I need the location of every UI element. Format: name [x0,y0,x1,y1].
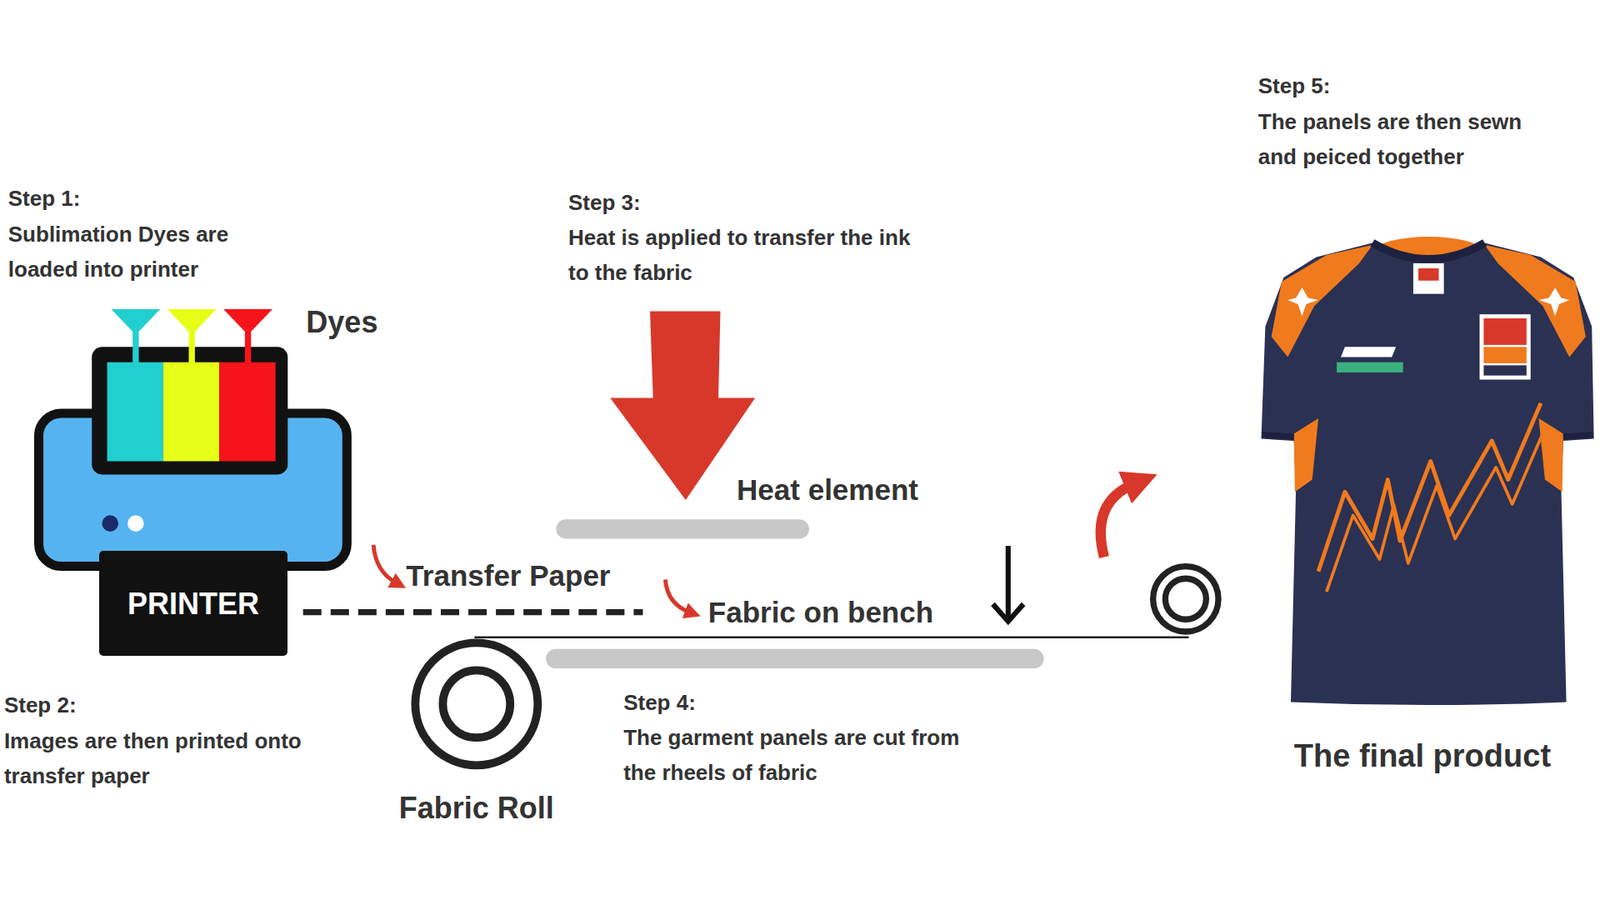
step-description: Sublimation Dyes are loaded into printer [8,216,295,287]
roll-ring [442,670,510,738]
down-arrow [1005,545,1011,619]
sleeve-cuff [1563,435,1594,437]
yellow-funnel [189,326,195,364]
red-funnel [245,326,251,364]
collar-logo [1418,268,1439,281]
fabric-roll: Fabric Roll [395,636,559,828]
heat-element-bar [555,519,810,539]
shirt-illustration [1260,236,1594,705]
text-label: Step 3: [568,185,641,220]
cyan-dye [107,362,164,462]
shirt-collar [1372,242,1485,260]
roll-symbol [409,636,545,772]
step-description: Heat is applied to transfer the ink to t… [568,220,915,290]
yellow-dye [163,362,220,462]
text-label: Step 1: [8,180,81,216]
shoulder-star [1539,287,1570,316]
roll-label: Fabric Roll [395,790,559,826]
pointer-arrow [665,580,690,613]
bench-bar [545,649,1045,669]
step-description: The panels are then sewn and peiced toge… [1258,104,1565,175]
printer-label: PRINTER [127,585,260,622]
step-description: Images are then printed onto transfer pa… [4,723,310,794]
cyan-funnel [132,326,139,364]
side-panel [1539,418,1564,492]
shirt-pattern [1326,428,1545,592]
team-logo [1483,346,1526,364]
printer-box: PRINTER [99,550,289,656]
text-label: Fabric on bench [708,595,934,630]
red-dye [219,362,275,462]
team-logo [1483,365,1526,375]
text-label: Step 2: [4,687,77,723]
down-arrow [992,604,1024,622]
shoulder-star [1287,287,1319,316]
text-label: Step 4: [623,685,696,720]
fabric-roll-end [1153,566,1219,632]
transfer-paper-line [303,609,644,615]
roll-ring [415,642,538,765]
sponsor-logo [1340,346,1396,357]
pointer-arrow [373,545,396,583]
sponsor-logo [1336,362,1404,373]
shirt-pattern [1318,403,1541,572]
text-label: Dyes [305,304,378,340]
text-label: Transfer Paper [405,558,610,594]
fabric-roll-end [1165,578,1206,620]
shoulder-panel [1271,245,1373,358]
collar-logo [1413,263,1445,295]
team-logo [1483,318,1526,345]
shirt-body [1260,242,1594,705]
printer-button [101,515,119,532]
printer-button [127,515,145,532]
heat-arrow [610,310,755,500]
ink-cartridge [91,346,288,475]
printer-illustration [39,309,348,567]
side-panel [1294,418,1319,492]
result-arrow [1100,483,1135,557]
text-label: The final product [1294,737,1551,776]
step-description: The garment panels are cut from the rhee… [623,720,991,790]
team-logo [1480,314,1531,380]
text-label: Heat element [736,472,919,508]
sleeve-cuff [1262,435,1295,437]
fabric-line [474,635,1189,638]
text-label: Step 5: [1258,68,1331,104]
